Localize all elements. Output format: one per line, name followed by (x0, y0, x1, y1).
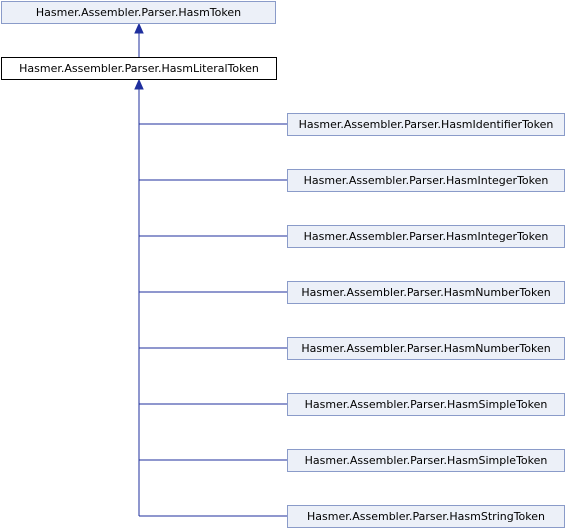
node-derived-class[interactable]: Hasmer.Assembler.Parser.HasmIntegerToken (287, 169, 565, 192)
node-derived-class[interactable]: Hasmer.Assembler.Parser.HasmSimpleToken (287, 393, 565, 416)
node-derived-class[interactable]: Hasmer.Assembler.Parser.HasmNumberToken (287, 281, 565, 304)
node-current-class: Hasmer.Assembler.Parser.HasmLiteralToken (1, 57, 277, 80)
node-derived-class[interactable]: Hasmer.Assembler.Parser.HasmStringToken (287, 505, 565, 528)
node-derived-class[interactable]: Hasmer.Assembler.Parser.HasmNumberToken (287, 337, 565, 360)
arrowhead-base (134, 22, 144, 34)
node-base-class[interactable]: Hasmer.Assembler.Parser.HasmToken (1, 1, 276, 24)
arrowhead-current (134, 78, 144, 90)
node-derived-class[interactable]: Hasmer.Assembler.Parser.HasmIntegerToken (287, 225, 565, 248)
node-derived-class[interactable]: Hasmer.Assembler.Parser.HasmIdentifierTo… (287, 113, 565, 136)
node-derived-class[interactable]: Hasmer.Assembler.Parser.HasmSimpleToken (287, 449, 565, 472)
